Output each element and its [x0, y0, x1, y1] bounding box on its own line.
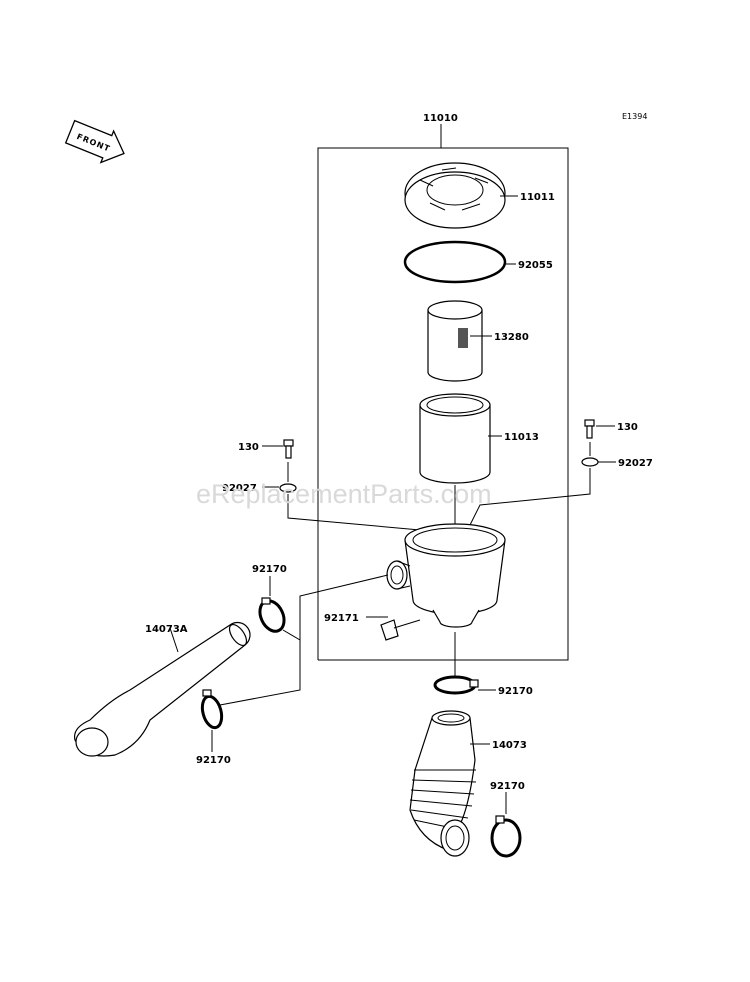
- washer-right: [581, 457, 599, 467]
- bolt-right: [584, 419, 595, 439]
- air-cleaner-cap: [404, 162, 506, 229]
- cap-label: 11011: [520, 192, 555, 203]
- assembly-bracket: [317, 124, 569, 661]
- bolt-right-label: 130: [617, 422, 638, 433]
- duct-left: [73, 621, 251, 757]
- clamp-center: [433, 675, 479, 695]
- duct-lower-label: 14073: [492, 740, 527, 751]
- front-arrow-icon: FRONT: [64, 119, 125, 164]
- duct-left-label: 14073A: [145, 624, 188, 635]
- clamp-lower-left: [200, 689, 224, 730]
- o-ring-label: 92055: [518, 260, 553, 271]
- washer-left: [279, 483, 297, 493]
- prefilter: [419, 393, 491, 484]
- clip: [380, 619, 421, 641]
- clamp-upper-left-label: 92170: [252, 564, 287, 575]
- watermark: eReplacementParts.com: [196, 479, 492, 509]
- washer-left-label: 92027: [222, 483, 257, 494]
- bolt-left-label: 130: [238, 442, 259, 453]
- prefilter-label: 11013: [504, 432, 539, 443]
- clamp-lower-right: [490, 815, 522, 858]
- clamp-lower-right-label: 92170: [490, 781, 525, 792]
- air-cleaner-case: [386, 523, 506, 628]
- clamp-center-label: 92170: [498, 686, 533, 697]
- o-ring: [403, 240, 507, 284]
- diagram-code: E1394: [622, 112, 647, 121]
- duct-lower: [409, 710, 477, 857]
- filter-label: 13280: [494, 332, 529, 343]
- assembly-label: 11010: [423, 113, 458, 124]
- filter-element: [427, 300, 483, 382]
- clamp-upper-left: [258, 597, 286, 633]
- washer-right-label: 92027: [618, 458, 653, 469]
- bolt-left: [283, 439, 294, 459]
- clamp-lower-left-label: 92170: [196, 755, 231, 766]
- clip-label: 92171: [324, 613, 359, 624]
